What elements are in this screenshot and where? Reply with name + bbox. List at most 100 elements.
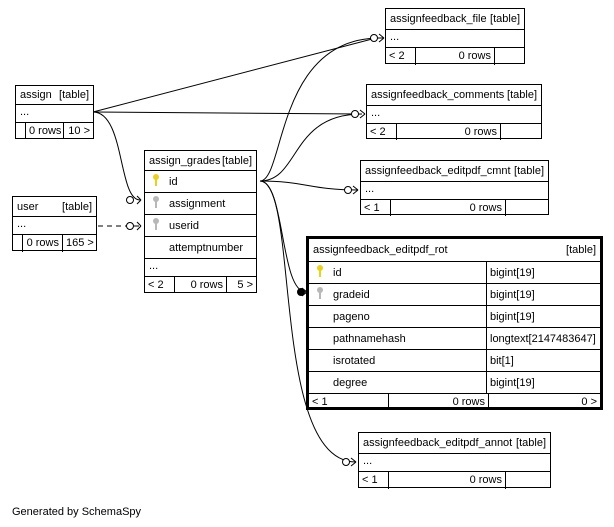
column-row-isrotated[interactable]: isrotated bit[1]: [309, 350, 600, 372]
table-footer: < 1 0 rows 0 >: [309, 394, 600, 410]
column-row-degree[interactable]: degree bigint[19]: [309, 372, 600, 394]
edge-end-marker: [126, 222, 134, 230]
column-row-pageno[interactable]: pageno bigint[19]: [309, 306, 600, 328]
edge-assign-file: [92, 37, 383, 113]
column-name: isrotated: [333, 354, 376, 367]
table-header: assignfeedback_editpdf_cmnt [table]: [361, 161, 548, 182]
parents-count: < 2: [145, 277, 175, 293]
row-count: 0 rows: [389, 394, 489, 410]
column-name: pageno: [333, 310, 370, 323]
table-ellipsis: ...: [13, 217, 96, 235]
table-name: assignfeedback_editpdf_rot: [313, 244, 448, 256]
row-count: 0 rows: [397, 124, 501, 140]
table-name: assignfeedback_editpdf_annot: [363, 437, 513, 449]
column-row-userid[interactable]: userid: [145, 215, 256, 237]
foreign-key-icon: [149, 196, 163, 211]
column-name: gradeid: [333, 288, 370, 301]
table-header: assign_grades [table]: [145, 151, 256, 171]
column-row-id[interactable]: id: [145, 171, 256, 193]
table-type: [table]: [490, 13, 520, 25]
edge-end-marker: [344, 186, 352, 194]
column-type: bigint[19]: [486, 262, 600, 283]
table-footer: < 2 0 rows: [367, 124, 541, 140]
column-row-id[interactable]: id bigint[19]: [309, 262, 600, 284]
column-type: bigint[19]: [486, 372, 600, 393]
table-type: [table]: [222, 154, 252, 167]
foreign-key-icon: [313, 287, 327, 302]
table-name: assignfeedback_comments: [371, 89, 505, 101]
column-name: id: [333, 266, 342, 279]
edge-assign-assign_grades: [92, 111, 141, 201]
generated-by-credit: Generated by SchemaSpy: [12, 506, 142, 518]
edge-end-marker: [297, 288, 305, 296]
table-name: assignfeedback_file: [390, 13, 487, 25]
column-name: degree: [333, 376, 368, 389]
edge-end-marker: [342, 458, 350, 466]
table-footer: < 1 0 rows: [361, 200, 548, 216]
parents-count: < 1: [361, 200, 391, 216]
edge-end-marker: [351, 110, 359, 118]
table-assignfeedback_editpdf_rot[interactable]: assignfeedback_editpdf_rot [table] id bi…: [306, 236, 603, 410]
table-user[interactable]: user [table] ... 0 rows 165 >: [12, 196, 97, 252]
table-name: user: [17, 200, 39, 213]
edge-grades-comments: [259, 113, 363, 182]
table-header: assignfeedback_editpdf_annot [table]: [359, 433, 550, 454]
row-count: 0 rows: [391, 200, 506, 216]
parents-count: < 1: [359, 472, 389, 489]
column-type: bigint[19]: [486, 284, 600, 305]
primary-key-icon: [313, 265, 327, 280]
edge-grades-cmnt: [259, 180, 359, 191]
table-type: [table]: [59, 89, 89, 101]
table-type: [table]: [514, 165, 544, 177]
row-count: 0 rows: [26, 123, 64, 139]
row-count: 0 rows: [23, 235, 63, 252]
table-header: user [table]: [13, 197, 96, 217]
table-name: assignfeedback_editpdf_cmnt: [365, 165, 511, 177]
table-assignfeedback_file[interactable]: assignfeedback_file [table] ... < 2 0 ro…: [385, 8, 525, 65]
table-assignfeedback_editpdf_annot[interactable]: assignfeedback_editpdf_annot [table] ...…: [358, 432, 551, 489]
edge-grades-rot: [259, 180, 307, 293]
children-count: 5 >: [237, 279, 253, 291]
table-ellipsis: ...: [367, 106, 541, 124]
column-row-assignment[interactable]: assignment: [145, 193, 256, 215]
column-name: attemptnumber: [169, 241, 243, 254]
table-assign[interactable]: assign [table] ... 0 rows 10 >: [15, 85, 94, 139]
column-row-attemptnumber[interactable]: attemptnumber: [145, 237, 256, 259]
table-name: assign: [20, 89, 52, 101]
table-footer: 0 rows 165 >: [13, 235, 96, 252]
column-row-gradeid[interactable]: gradeid bigint[19]: [309, 284, 600, 306]
table-ellipsis: ...: [386, 30, 524, 48]
table-footer: < 2 0 rows 5 >: [145, 277, 256, 293]
column-name: assignment: [169, 197, 226, 210]
table-type: [table]: [62, 200, 92, 213]
table-ellipsis: ...: [361, 182, 548, 200]
table-ellipsis: ...: [16, 105, 93, 123]
table-footer: 0 rows 10 >: [16, 123, 93, 139]
table-type: [table]: [566, 244, 596, 256]
table-name: assign_grades: [149, 154, 221, 167]
column-type: longtext[2147483647]: [486, 328, 600, 349]
table-header: assign [table]: [16, 86, 93, 105]
parents-count: < 2: [367, 124, 397, 140]
children-count: 10 >: [68, 125, 90, 137]
edge-end-marker: [126, 196, 134, 204]
edge-grades-annot: [259, 180, 357, 463]
row-count: 0 rows: [175, 277, 227, 293]
table-assignfeedback_comments[interactable]: assignfeedback_comments [table] ... < 2 …: [366, 84, 542, 140]
table-footer: < 2 0 rows: [386, 48, 524, 65]
edge-end-marker: [370, 34, 378, 42]
column-row-pathnamehash[interactable]: pathnamehash longtext[2147483647]: [309, 328, 600, 350]
row-count: 0 rows: [389, 472, 506, 489]
table-footer: < 1 0 rows: [359, 472, 550, 489]
table-header: assignfeedback_file [table]: [386, 9, 524, 30]
children-count: 165 >: [66, 237, 94, 249]
column-type: bigint[19]: [486, 306, 600, 327]
column-name: id: [169, 175, 178, 188]
table-assign_grades[interactable]: assign_grades [table] id assignment user…: [144, 150, 257, 293]
column-name: pathnamehash: [333, 332, 406, 345]
table-assignfeedback_editpdf_cmnt[interactable]: assignfeedback_editpdf_cmnt [table] ... …: [360, 160, 549, 216]
table-type: [table]: [507, 89, 537, 101]
edge-assign-comments: [92, 111, 361, 115]
parents-count: < 2: [386, 48, 416, 65]
